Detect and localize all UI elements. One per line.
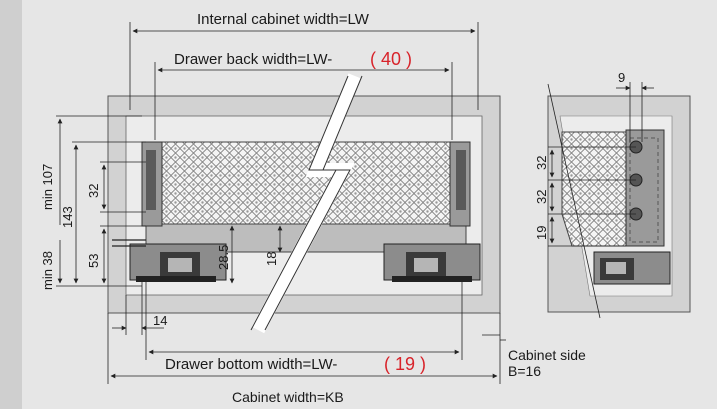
left-margin-bar (0, 0, 22, 409)
drawer-back-mesh (145, 141, 467, 225)
dim-32-side-a: 32 (534, 156, 549, 170)
drawer-back-label: Drawer back width=LW- (174, 51, 332, 68)
dim-18: 18 (264, 252, 279, 266)
break-line (250, 75, 363, 331)
cabinet-side-thickness: B=16 (508, 363, 541, 379)
right-profile-slot (456, 150, 466, 210)
side-view (547, 83, 691, 319)
side-section-line (547, 83, 601, 319)
bottom-dimensions (107, 280, 506, 384)
cabinet-side-label: Cabinet side (508, 347, 586, 363)
side-runner (593, 251, 671, 285)
front-view (107, 73, 501, 334)
drawer-bottom-label: Drawer bottom width=LW- (165, 356, 337, 373)
dim-28-5: 28.5 (216, 245, 231, 270)
dim-32-left: 32 (86, 184, 101, 198)
dim-min-38: min 38 (40, 251, 55, 290)
dim-143: 143 (60, 206, 75, 228)
left-dimensions (56, 115, 283, 287)
internal-width-label: Internal cabinet width=LW (197, 11, 370, 28)
dim-32-side-b: 32 (534, 190, 549, 204)
side-dimensions (548, 82, 654, 247)
side-drawer-mesh (561, 131, 635, 247)
drawer-back-value: ( 40 ) (370, 49, 412, 69)
dim-53: 53 (86, 254, 101, 268)
dim-19: 19 (534, 226, 549, 240)
dim-14: 14 (153, 313, 167, 328)
drawer-bottom-value: ( 19 ) (384, 354, 426, 374)
dim-min-107: min 107 (40, 164, 55, 210)
top-dimensions (129, 22, 479, 140)
left-runner (129, 243, 227, 282)
right-runner (383, 243, 481, 282)
dim-9: 9 (618, 70, 625, 85)
cabinet-width-label: Cabinet width=KB (232, 389, 344, 405)
left-profile-slot (146, 150, 156, 210)
